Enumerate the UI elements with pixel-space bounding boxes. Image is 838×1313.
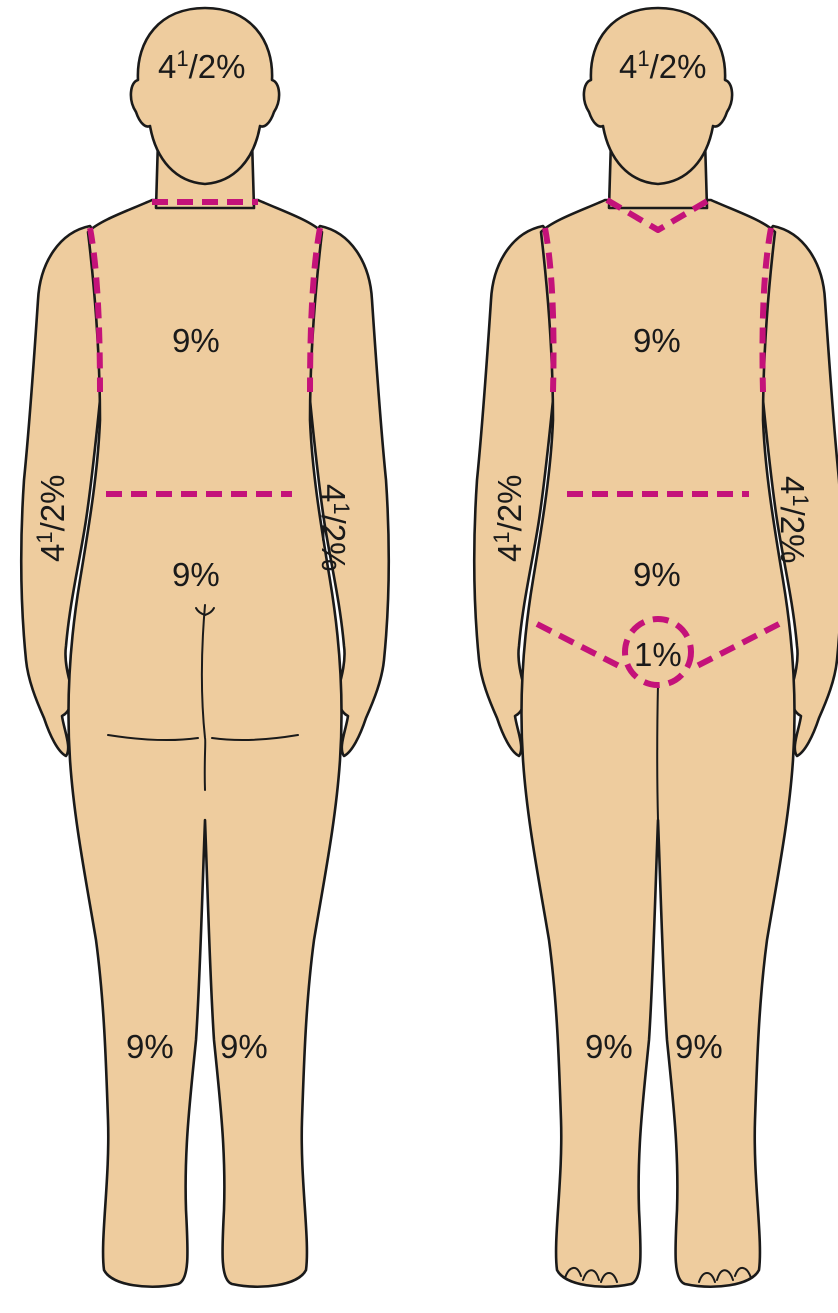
- front-left-leg-label: 9%: [585, 1028, 633, 1065]
- back-left-leg-label: 9%: [126, 1028, 174, 1065]
- back-left-arm-label: 41/2%: [32, 475, 71, 562]
- front-lower-torso-label: 9%: [633, 556, 681, 593]
- front-right-arm-label: 41/2%: [774, 476, 813, 563]
- figure-front-view: 41/2% 9% 9% 41/2% 41/2% 1% 9% 9%: [474, 8, 838, 1287]
- figure-back-view: 41/2% 9% 9% 41/2% 41/2% 9% 9%: [21, 8, 389, 1287]
- back-right-leg-label: 9%: [220, 1028, 268, 1065]
- front-upper-torso-label: 9%: [633, 322, 681, 359]
- front-left-arm-label: 41/2%: [489, 475, 528, 562]
- back-head-label: 41/2%: [158, 46, 245, 85]
- front-right-leg-label: 9%: [675, 1028, 723, 1065]
- back-lower-torso-label: 9%: [172, 556, 220, 593]
- front-genital-label: 1%: [634, 636, 682, 673]
- front-head-label: 41/2%: [619, 46, 706, 85]
- back-right-arm-label: 41/2%: [315, 484, 354, 571]
- back-upper-torso-label: 9%: [172, 322, 220, 359]
